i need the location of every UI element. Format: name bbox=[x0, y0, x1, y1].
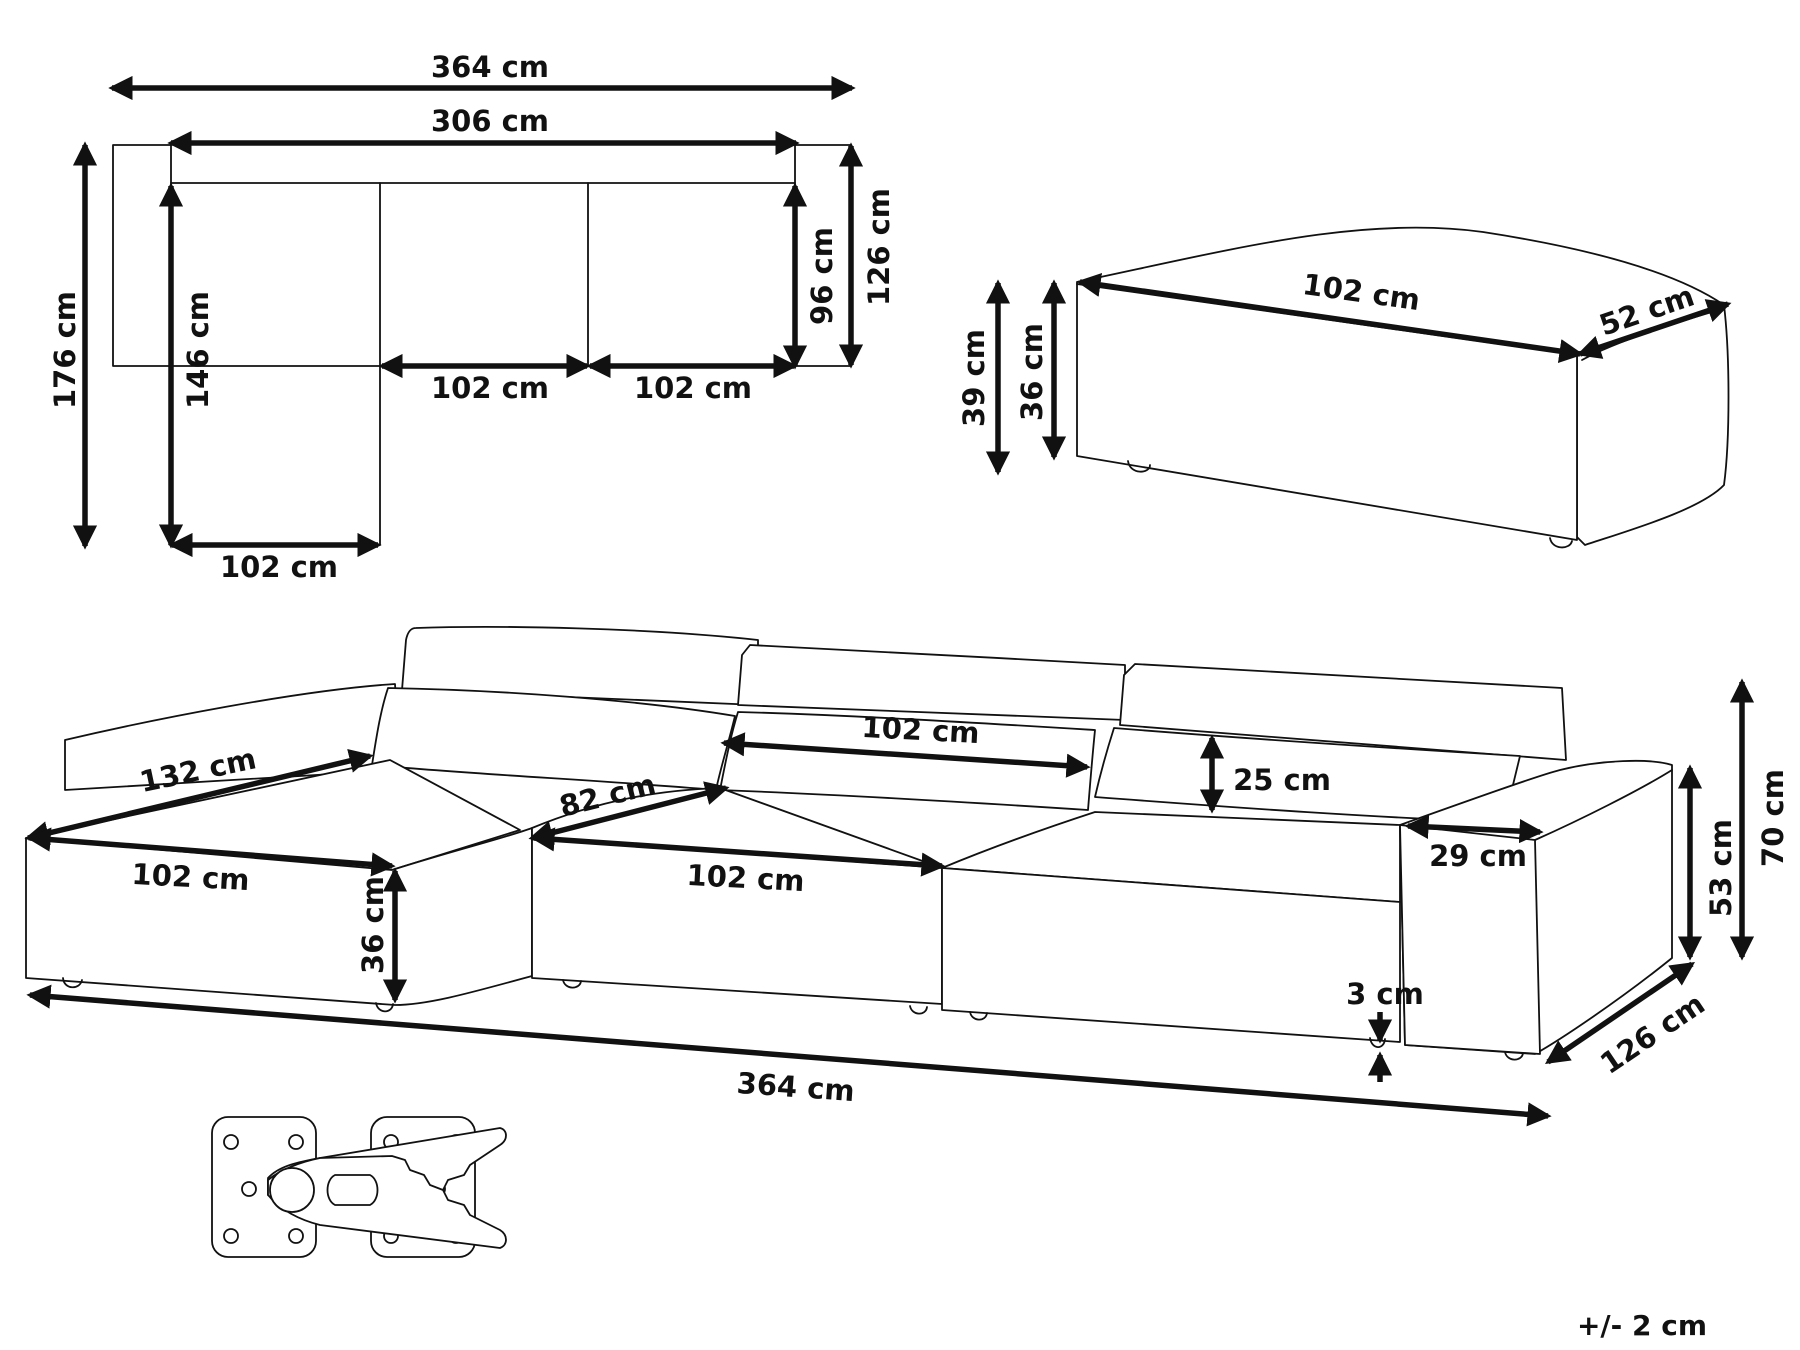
label-ottoman-seat-height: 36 cm bbox=[1015, 323, 1049, 421]
label-seat-depth-top: 96 cm bbox=[805, 227, 839, 325]
front-view-drawing: 132 cm 102 cm 36 cm 82 cm 102 cm 102 cm … bbox=[24, 626, 1790, 1127]
top-view-plan: 364 cm 306 cm 176 cm 146 cm 96 cm 126 cm… bbox=[48, 50, 896, 584]
label-front-total-height: 70 cm bbox=[1756, 769, 1790, 867]
dim-chaise-width bbox=[26, 827, 396, 877]
label-chaise-width: 102 cm bbox=[131, 857, 251, 897]
ottoman-drawing: 102 cm 52 cm 39 cm 36 cm bbox=[957, 226, 1732, 549]
label-armrest-height: 53 cm bbox=[1704, 819, 1738, 917]
label-inner-width-top: 306 cm bbox=[431, 104, 549, 138]
label-chaise-depth-top: 146 cm bbox=[181, 291, 215, 409]
label-chaise-width-top: 102 cm bbox=[220, 550, 338, 584]
label-total-depth-top: 176 cm bbox=[48, 291, 82, 409]
connector-clip-drawing bbox=[211, 1116, 507, 1258]
dim-ottoman-width bbox=[1076, 272, 1584, 364]
dim-middle-seat-width bbox=[530, 827, 946, 877]
label-back-cushion-width: 102 cm bbox=[861, 710, 981, 750]
dim-front-total-depth bbox=[1544, 961, 1696, 1065]
label-front-total-width: 364 cm bbox=[736, 1066, 856, 1108]
label-cushion-height: 25 cm bbox=[1233, 763, 1331, 797]
dim-armrest-width bbox=[1404, 814, 1544, 844]
label-total-width-top: 364 cm bbox=[431, 50, 549, 84]
label-armrest-width: 29 cm bbox=[1429, 839, 1527, 873]
label-right-width-top: 102 cm bbox=[634, 371, 752, 405]
dim-ottoman-depth bbox=[1576, 299, 1732, 359]
label-chaise-height: 36 cm bbox=[356, 876, 390, 974]
label-ottoman-total-height: 39 cm bbox=[957, 329, 991, 427]
label-leg-height: 3 cm bbox=[1346, 977, 1424, 1011]
label-module-depth-top: 126 cm bbox=[862, 188, 896, 306]
dim-back-cushion-width bbox=[720, 732, 1091, 778]
label-middle-width-top: 102 cm bbox=[431, 371, 549, 405]
dim-chaise-length bbox=[24, 749, 374, 845]
tolerance-note: +/- 2 cm bbox=[1577, 1309, 1707, 1342]
dim-front-total-width bbox=[26, 984, 1552, 1127]
label-middle-seat-width: 102 cm bbox=[686, 858, 806, 898]
